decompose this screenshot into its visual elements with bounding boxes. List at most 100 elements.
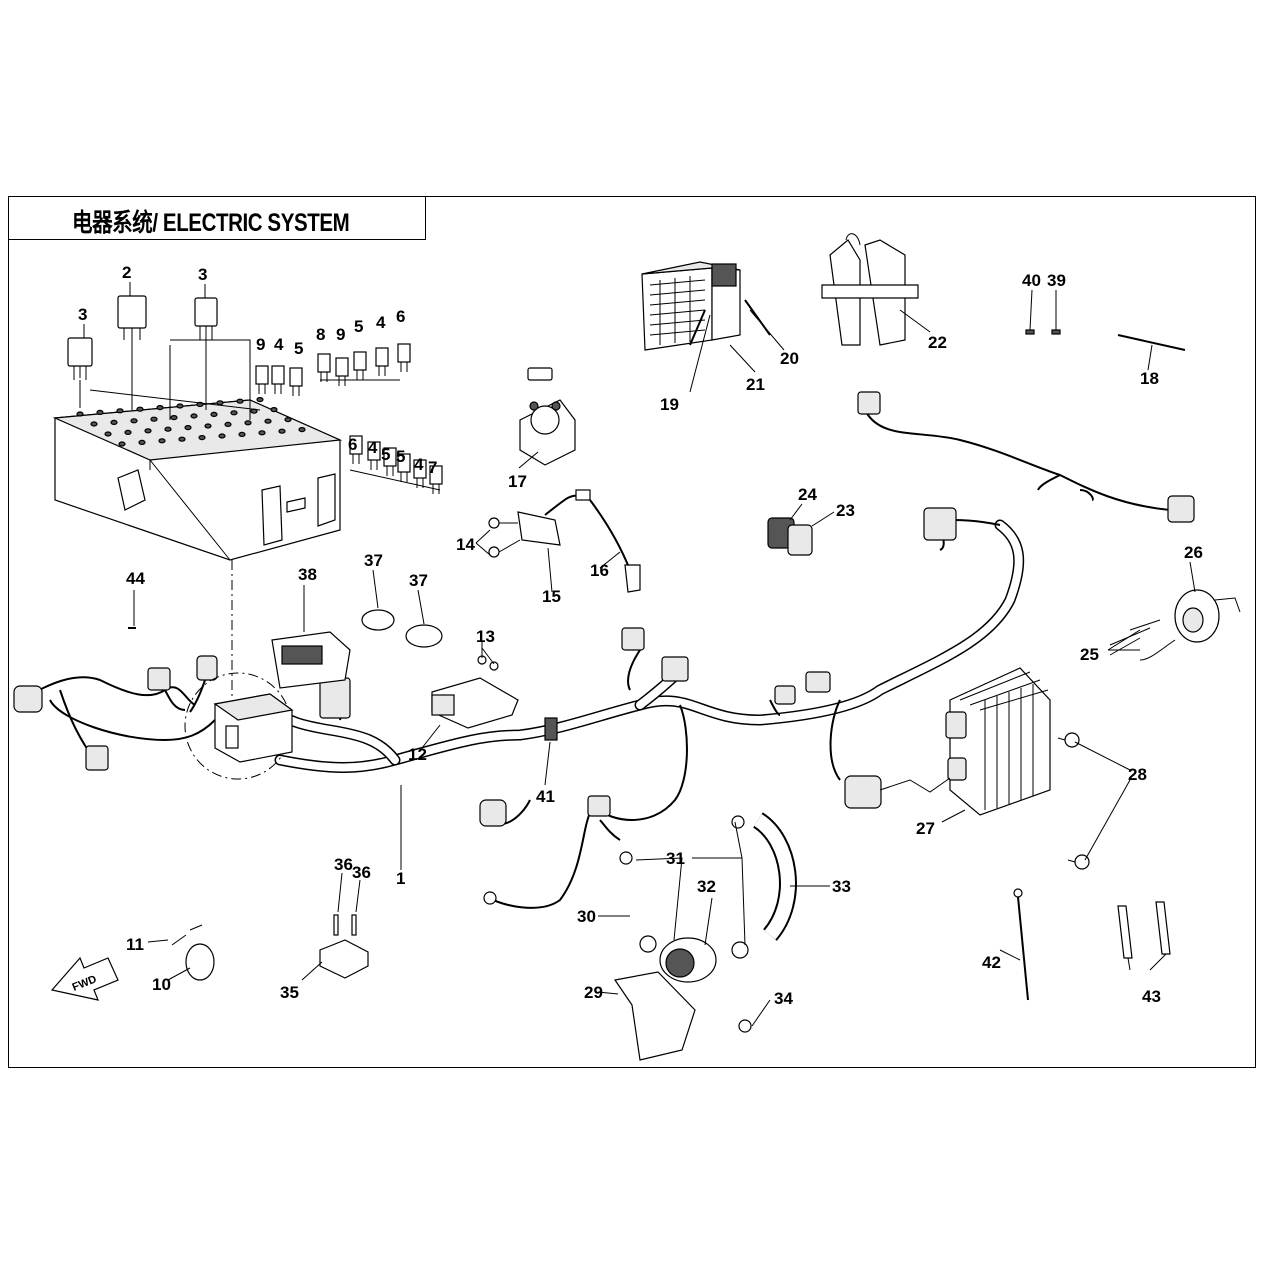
fuel-pump-assembly: [612, 812, 797, 1061]
fuse: [367, 441, 381, 461]
callout-c36b: 36: [352, 863, 371, 882]
fuse-slot: [238, 431, 246, 437]
callout-c5b: 5: [354, 317, 363, 336]
callout-c31: 31: [666, 849, 685, 868]
callout-c27: 27: [916, 819, 935, 838]
callout-c36a: 36: [334, 855, 353, 874]
callout-c2: 2: [122, 263, 131, 282]
assembly-lines: [79, 339, 441, 700]
callout-c39: 39: [1047, 271, 1066, 290]
callout-c37a: 37: [364, 551, 383, 570]
fuse-slot: [236, 398, 244, 404]
callout-c18: 18: [1140, 369, 1159, 388]
fuse-slot: [158, 438, 166, 444]
callout-c1: 1: [396, 869, 405, 888]
fuse: [383, 447, 397, 467]
relays: [67, 295, 218, 380]
callout-c28: 28: [1128, 765, 1147, 784]
fuel-pump-module: [431, 655, 519, 729]
page-title: 电器系统/ ELECTRIC SYSTEM: [72, 209, 350, 237]
callout-c12: 12: [408, 745, 427, 764]
callout-c15: 15: [542, 587, 561, 606]
fuse-slot: [118, 441, 126, 447]
callout-c44: 44: [126, 569, 145, 588]
diagram-frame: [8, 196, 1256, 1068]
horn: [171, 924, 215, 981]
callout-c4a: 4: [274, 335, 284, 354]
speed-sensor: [488, 489, 641, 593]
callout-c38: 38: [298, 565, 317, 584]
fuse: [271, 365, 285, 385]
battery: [641, 261, 771, 351]
callout-c5d: 5: [396, 447, 405, 466]
fuse: [353, 351, 367, 371]
callout-c43: 43: [1142, 987, 1161, 1006]
callout-c32: 32: [697, 877, 716, 896]
callout-c3b: 3: [198, 265, 207, 284]
fuse-slot: [198, 435, 206, 441]
tilt-sensor: [319, 914, 369, 979]
fuse-slot: [190, 413, 198, 419]
callout-c40: 40: [1022, 271, 1041, 290]
callout-c17: 17: [508, 472, 527, 491]
fuse-slot: [138, 439, 146, 445]
fuse-slot: [130, 418, 138, 424]
fuse-slot: [218, 433, 226, 439]
callout-c10: 10: [152, 975, 171, 994]
fuse: [397, 453, 411, 473]
callout-c30: 30: [577, 907, 596, 926]
callout-c4c: 4: [368, 438, 378, 457]
fuse-slot: [204, 423, 212, 429]
fuse-slot: [216, 400, 224, 406]
fuse: [413, 459, 427, 479]
fuse-slot: [210, 411, 218, 417]
fuse: [429, 465, 443, 485]
fuse-slot: [176, 403, 184, 409]
fuse-slot: [144, 428, 152, 434]
fuse: [397, 343, 411, 363]
fuse-slot: [124, 429, 132, 435]
fuse-slot: [278, 428, 286, 434]
fuse: [317, 353, 331, 373]
callout-c9a: 9: [256, 335, 265, 354]
callout-c41: 41: [536, 787, 555, 806]
fuse: [289, 367, 303, 387]
fuse-slot: [298, 427, 306, 433]
battery-strap: [821, 233, 919, 346]
callout-c14: 14: [456, 535, 475, 554]
callout-c24: 24: [798, 485, 817, 504]
callout-c19: 19: [660, 395, 679, 414]
fuse-slot: [96, 409, 104, 415]
fuse-slot: [104, 431, 112, 437]
pickup-sensor: [1109, 589, 1241, 661]
fuse-slot: [156, 405, 164, 411]
callout-c21: 21: [746, 375, 765, 394]
callout-c25: 25: [1080, 645, 1099, 664]
fuses: [255, 343, 443, 494]
callout-c7: 7: [428, 458, 437, 477]
callout-c23: 23: [836, 501, 855, 520]
fuse-box: [52, 397, 343, 561]
fuse-slot: [136, 406, 144, 412]
callout-c6b: 6: [348, 435, 357, 454]
callout-c34: 34: [774, 989, 793, 1008]
callout-c26: 26: [1184, 543, 1203, 562]
cable-clip: [544, 717, 558, 741]
ignition-connectors: [767, 517, 813, 556]
cable-tie: [1013, 888, 1029, 1001]
fuse-slot: [90, 421, 98, 427]
title-box: [8, 196, 426, 240]
callout-c5a: 5: [294, 339, 303, 358]
fuse-slot: [178, 436, 186, 442]
fuse-box-installed: [184, 672, 294, 780]
fuse-slot: [284, 417, 292, 423]
fuse-slot: [76, 411, 84, 417]
fuse-slot: [256, 397, 264, 403]
fuse: [349, 435, 363, 455]
callout-c22: 22: [928, 333, 947, 352]
fuse: [335, 357, 349, 377]
callout-c20: 20: [780, 349, 799, 368]
fuse-slot: [116, 408, 124, 414]
callout-c16: 16: [590, 561, 609, 580]
